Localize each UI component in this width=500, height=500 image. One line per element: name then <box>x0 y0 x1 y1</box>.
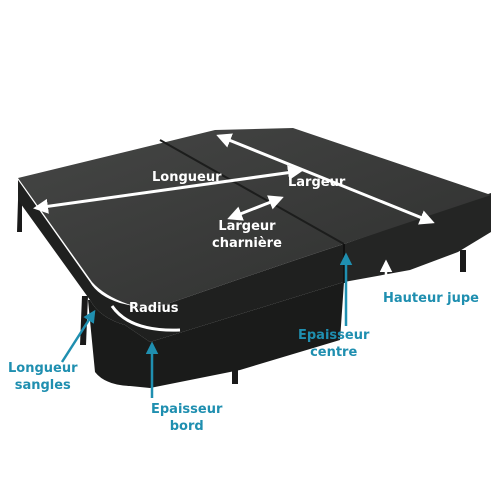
radius-label: Radius <box>129 301 179 316</box>
epaisseur-centre-label: Epaisseur centre <box>298 328 370 360</box>
radius-arc <box>110 305 181 332</box>
strap <box>17 200 22 232</box>
longueur-label: Longueur <box>152 170 222 185</box>
largeur-charniere-label: Largeur charnière <box>212 219 282 251</box>
largeur-label: Largeur <box>288 175 346 190</box>
largeur-charniere-arrow <box>227 195 284 221</box>
strap <box>80 296 88 345</box>
hauteur-jupe-label: Hauteur jupe <box>383 291 479 306</box>
cover-front-side <box>18 180 344 342</box>
longueur-sangles-arrow <box>60 309 96 363</box>
epaisseur-bord-label: Epaisseur bord <box>151 402 223 434</box>
largeur-arrow <box>216 133 435 225</box>
strap <box>460 250 466 272</box>
longueur-sangles-label: Longueur sangles <box>8 361 78 393</box>
